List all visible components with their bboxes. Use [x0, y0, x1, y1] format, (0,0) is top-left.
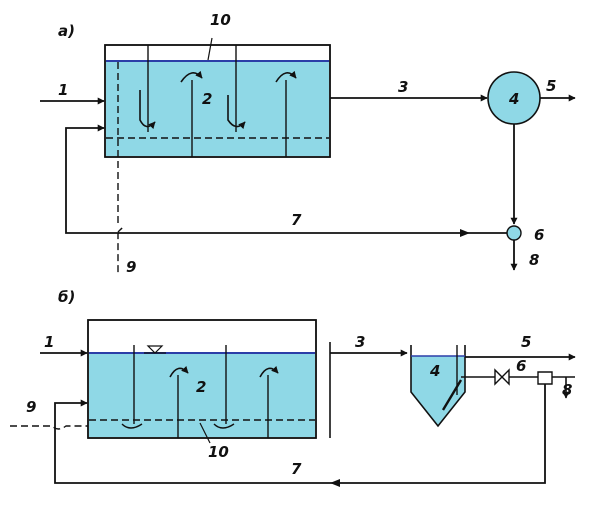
label-splitter-a: 6	[534, 226, 544, 244]
label-level-b: 10	[208, 443, 229, 461]
label-inflow-a: 1	[58, 81, 68, 99]
label-tank-a: 2	[202, 90, 212, 108]
flow-arrow-a4	[275, 70, 297, 83]
flow-arrow-b2	[259, 365, 279, 378]
level-marker-icon	[146, 345, 164, 354]
section-b: б) 1 3 4	[10, 288, 576, 487]
label-splitter-b: 6	[516, 357, 526, 375]
label-air-a: 9	[126, 258, 136, 276]
diffuser-b2	[213, 423, 235, 429]
label-waste-b: 8	[562, 381, 572, 399]
label-inflow-b: 1	[44, 333, 54, 351]
return-sludge-line-a	[65, 124, 507, 234]
label-clarifier-b: 4	[429, 362, 440, 380]
section-b-label: б)	[58, 288, 75, 306]
flow-arrow-a1	[139, 90, 156, 130]
return-sludge-line-b	[54, 384, 546, 484]
label-air-b: 9	[26, 398, 36, 416]
diffuser-b1	[121, 423, 143, 429]
label-effluent-a: 5	[546, 77, 556, 95]
label-effluent-b: 5	[521, 333, 531, 351]
leader-level-a	[207, 37, 213, 61]
section-a: а) 1 3 4 5 6	[40, 11, 576, 276]
return-arrowhead-a	[460, 229, 470, 237]
flow-arrow-a3	[227, 95, 246, 130]
label-return-a: 7	[291, 211, 302, 229]
air-pipe-a	[117, 62, 123, 275]
section-a-label: а)	[58, 22, 75, 40]
label-tank-b: 2	[196, 378, 206, 396]
leader-level-b	[199, 422, 211, 444]
sludge-splitter-a	[506, 225, 522, 241]
air-pipe-b	[10, 425, 88, 430]
valve-icon	[494, 368, 510, 386]
return-arrowhead-b	[330, 479, 340, 487]
label-outflow-a: 3	[398, 78, 408, 96]
sludge-splitter-b	[537, 371, 553, 385]
label-outflow-b: 3	[355, 333, 365, 351]
label-level-a: 10	[210, 11, 231, 29]
flow-arrow-a2	[180, 70, 203, 83]
label-return-b: 7	[291, 460, 302, 478]
flow-arrow-b1	[169, 365, 189, 378]
label-waste-a: 8	[529, 251, 539, 269]
sludge-withdrawal-b	[441, 379, 463, 411]
label-clarifier-a: 4	[508, 90, 519, 108]
